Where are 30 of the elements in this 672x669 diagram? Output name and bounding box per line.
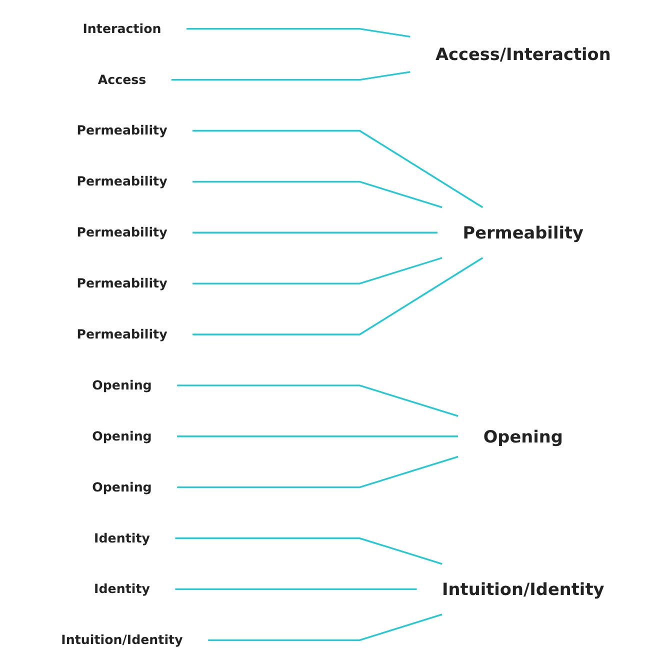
connector — [192, 130, 484, 208]
node-text: Access — [98, 72, 146, 88]
connector — [175, 588, 417, 590]
node-text: Opening — [92, 428, 152, 444]
connector — [177, 384, 458, 417]
node-text: Permeability — [76, 276, 168, 291]
node-text: Interaction — [82, 21, 162, 36]
node-text: Identity — [94, 581, 150, 597]
node-text: Identity — [94, 530, 150, 546]
connector — [208, 614, 442, 641]
node-text: Access/Interaction — [435, 44, 611, 64]
connector — [177, 456, 458, 488]
node-text: Permeability — [462, 222, 584, 243]
connector — [177, 436, 458, 438]
connector — [192, 180, 442, 208]
connector — [192, 232, 438, 234]
connector — [175, 537, 442, 565]
node-text: Permeability — [76, 174, 168, 190]
node-text: Opening — [92, 480, 152, 495]
connector — [186, 28, 410, 38]
node-text: Opening — [483, 426, 563, 446]
connector — [171, 71, 410, 81]
connector — [192, 257, 484, 336]
node-text: Opening — [92, 378, 152, 393]
node-text: Intuition/Identity — [442, 579, 604, 600]
node-text: Intuition/Identity — [61, 632, 183, 648]
connector — [192, 257, 442, 284]
node-text: Permeability — [76, 224, 168, 240]
node-text: Permeability — [76, 122, 168, 138]
node-text: Permeability — [76, 326, 168, 342]
